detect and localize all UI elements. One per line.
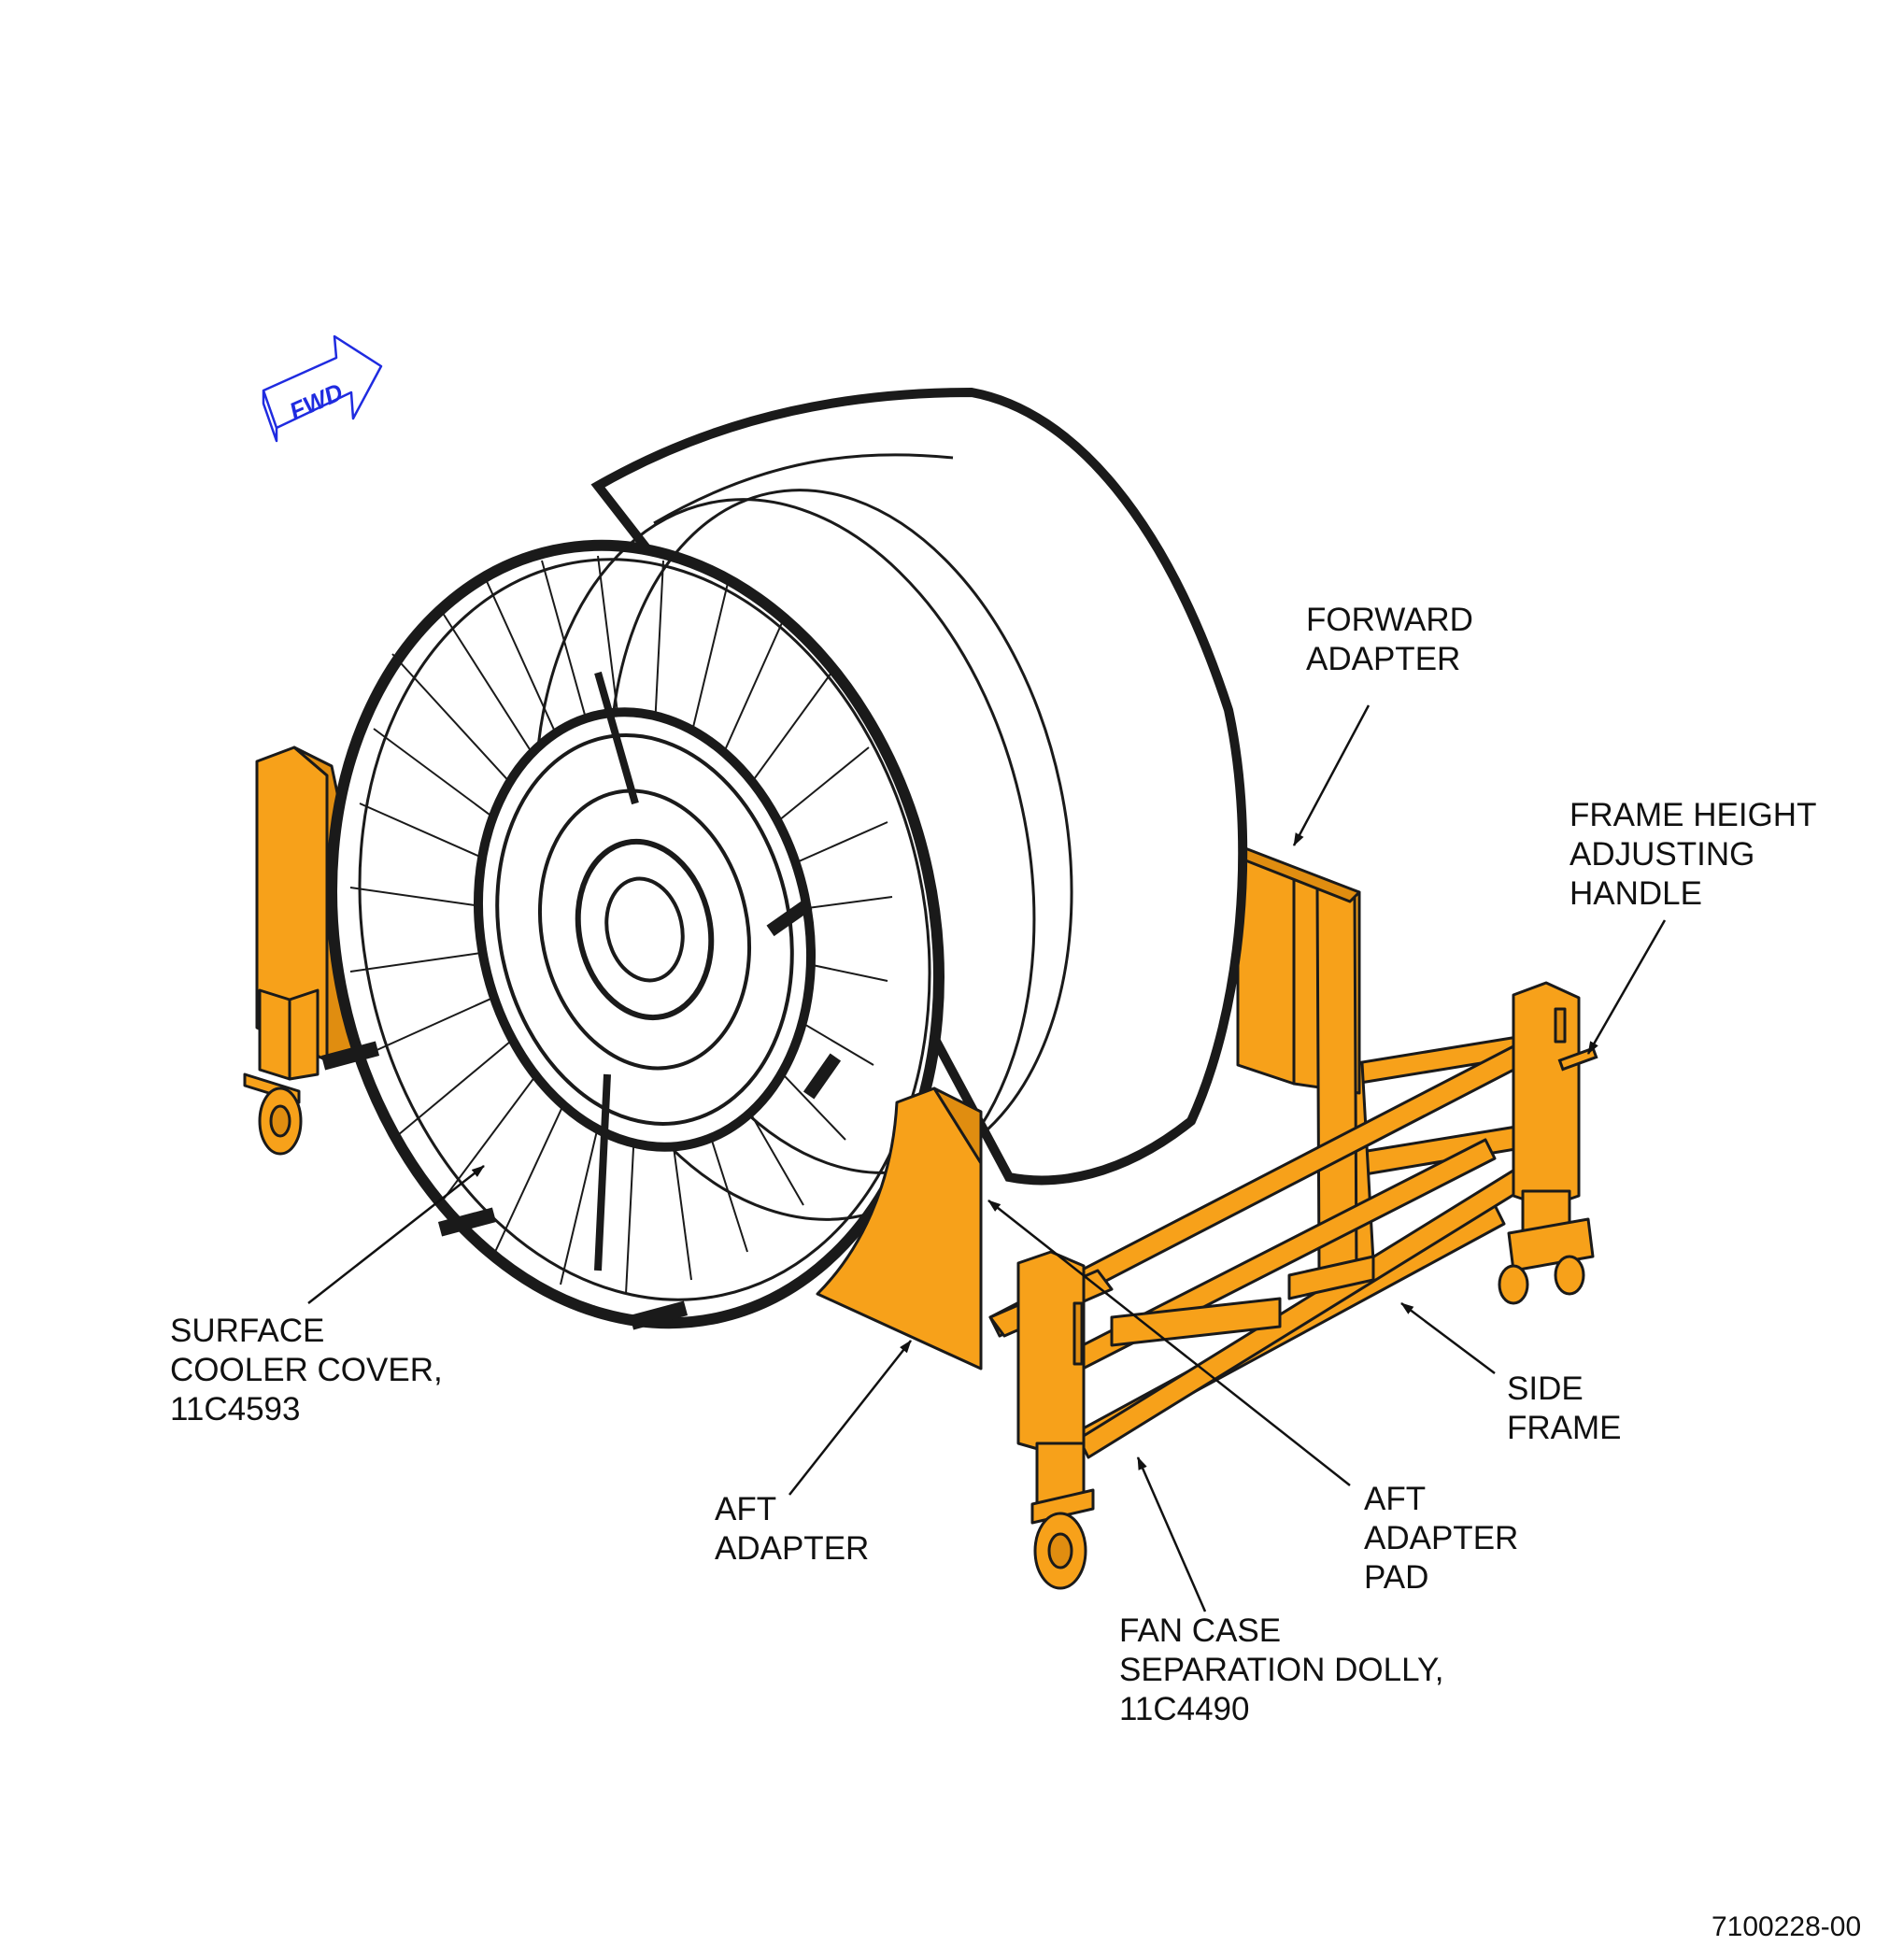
callout-line: 11C4593 [170,1391,301,1427]
leader-forward-adapter [1292,704,1371,846]
callout-frame-height-handle: FRAME HEIGHT ADJUSTING HANDLE [1569,796,1816,914]
callout-line: ADAPTER [1306,641,1461,677]
aft-adapter [816,1087,983,1371]
leader-aft-adapter [788,1340,912,1496]
callout-aft-adapter-pad: AFT ADAPTER PAD [1364,1480,1518,1598]
leader-fan-case-dolly [1136,1456,1207,1612]
forward-adapter [1229,844,1361,1277]
leader-frame-height-handle [1586,919,1667,1055]
callout-line: AFT [715,1491,777,1527]
callout-line: FAN CASE [1119,1612,1282,1649]
callout-line: PAD [1364,1559,1429,1596]
leader-surface-cooler-cover [307,1165,485,1304]
callout-line: HANDLE [1569,875,1702,912]
callout-line: SIDE [1507,1371,1584,1407]
leader-lines [307,704,1667,1612]
callout-line: SEPARATION DOLLY, [1119,1652,1444,1688]
callout-line: FRAME [1507,1410,1622,1446]
callout-forward-adapter: FORWARD ADAPTER [1306,601,1473,679]
right-rear-leg [1498,981,1595,1305]
figure-number: 7100228-00 [1711,1911,1862,1942]
leader-aft-adapter-pad [987,1200,1351,1486]
callout-line: ADAPTER [715,1530,870,1567]
callout-fan-case-dolly: FAN CASE SEPARATION DOLLY, 11C4490 [1119,1612,1444,1729]
leader-side-frame [1400,1302,1496,1374]
fan-case-drum [590,387,1248,1186]
callout-line: ADAPTER [1364,1520,1519,1556]
fwd-indicator: FWD [262,334,383,443]
forward-arrow-icon [262,334,383,443]
callout-line: FORWARD [1306,602,1473,638]
callout-line: COOLER COVER, [170,1352,443,1388]
callout-line: AFT [1364,1481,1427,1517]
callout-surface-cooler-cover: SURFACE COOLER COVER, 11C4593 [170,1312,443,1429]
callout-line: 11C4490 [1119,1691,1250,1727]
surface-cooler-covers [320,898,842,1330]
callout-line: FRAME HEIGHT [1569,797,1817,833]
callout-line: ADJUSTING [1569,836,1755,873]
callout-line: SURFACE [170,1313,325,1349]
callout-side-frame: SIDE FRAME [1507,1370,1622,1448]
callout-aft-adapter: AFT ADAPTER [715,1490,869,1569]
front-left-leg [1016,1250,1095,1590]
fan-front-face [326,489,1073,1329]
